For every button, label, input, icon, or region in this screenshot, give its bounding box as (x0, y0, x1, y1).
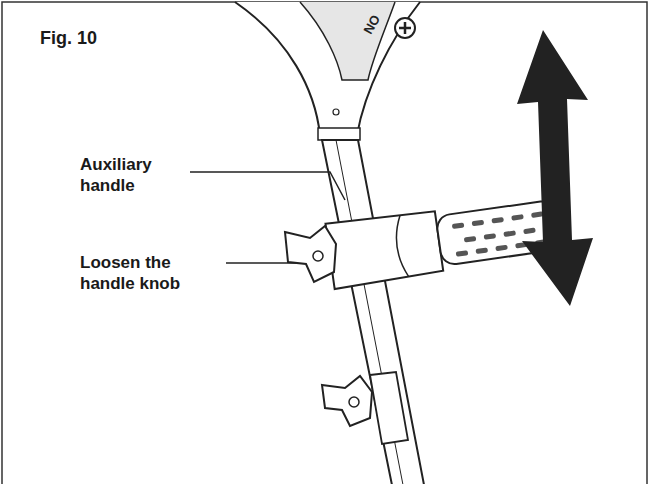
instruction-label: Loosen the handle knob (80, 252, 220, 294)
figure-title: Fig. 10 (40, 28, 97, 49)
part-label: Auxiliary handle (80, 154, 190, 196)
